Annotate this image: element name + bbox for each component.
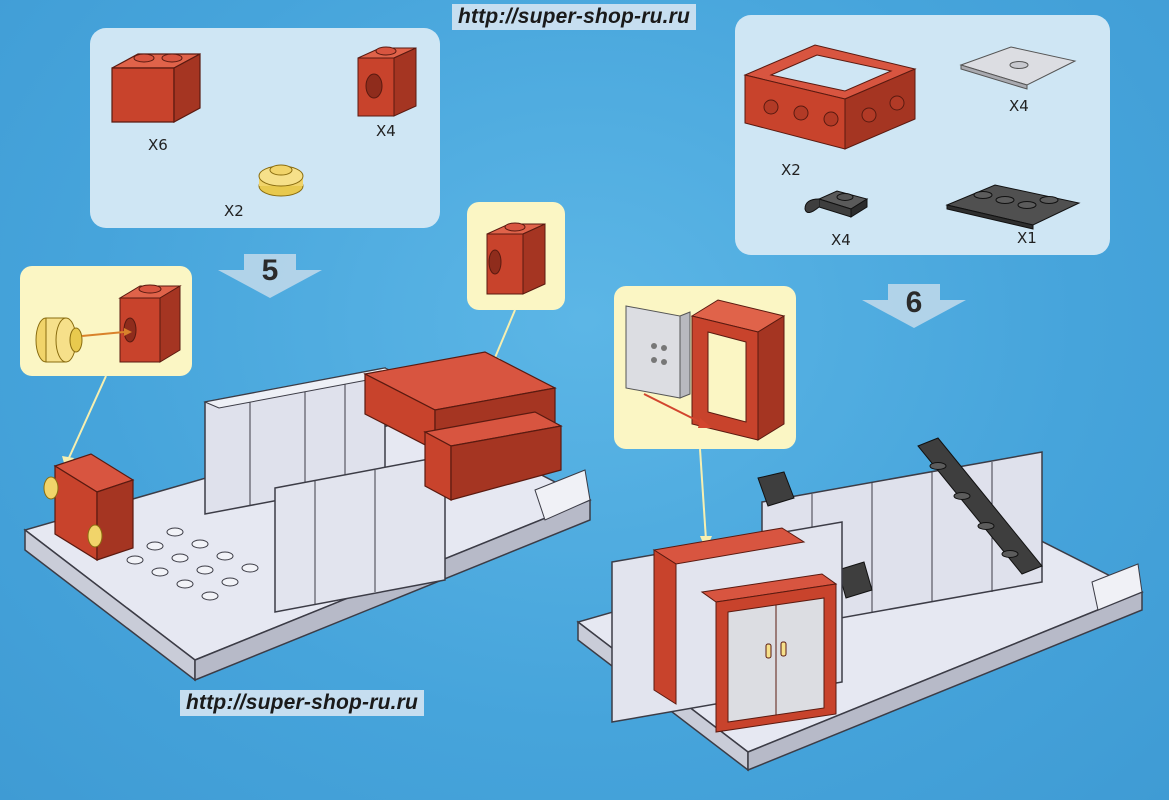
step5-qty-1: X6 [148,136,168,154]
red-technic-brick-callout-icon [118,284,182,363]
grey-door-panel-icon [959,46,1077,90]
step6-arrow-icon [862,284,966,328]
step5-qty-2: X4 [376,122,396,140]
step5-callout-technic [20,266,192,376]
attach-arrow-icon [643,393,712,428]
door-panel-callout-icon [625,305,691,399]
red-brick-1x2-icon [111,52,201,124]
step6-assembly-model [576,437,1144,772]
trans-yellow-round-plate-icon [258,164,304,197]
step5-number: 5 [261,254,279,287]
red-technic-brick-callout2-icon [486,222,546,295]
step5-arrow-icon [218,254,322,298]
step5-qty-3: X2 [224,202,244,220]
step6-callout-door [614,286,796,449]
trans-yellow-plate-sideview-icon [35,317,83,363]
step6-parts-panel: X2 X4 X4 X1 [735,15,1110,255]
step5-parts-panel: X6 X4 X2 [90,28,440,228]
black-plate-1x4-icon [945,184,1081,230]
step5-callout-brick [467,202,565,310]
step6-qty-1: X2 [781,161,801,179]
red-technic-brick-icon [357,46,417,117]
red-window-frame-icon [743,44,917,150]
step6-qty-3: X4 [831,231,851,249]
insert-arrow-icon [81,328,132,337]
step6-qty-4: X1 [1017,229,1037,247]
header-url[interactable]: http://super-shop-ru.ru [452,4,697,30]
footer-url[interactable]: http://super-shop-ru.ru [180,690,425,716]
black-clip-plate-icon [804,190,869,218]
step5-assembly-model [23,351,592,682]
red-window-frame-callout-icon [690,299,786,441]
step6-number: 6 [905,286,923,319]
step6-qty-2: X4 [1009,97,1029,115]
